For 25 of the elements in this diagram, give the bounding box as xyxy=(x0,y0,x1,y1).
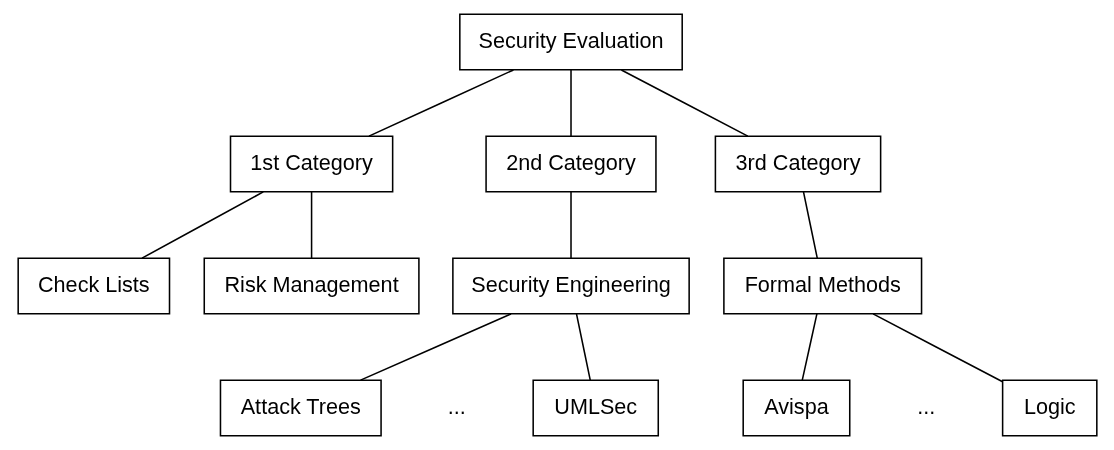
connector xyxy=(569,69,572,137)
label: ... xyxy=(447,393,466,419)
node-box: Formal Methods xyxy=(722,257,922,315)
label: ... xyxy=(916,393,935,419)
connector xyxy=(871,313,1003,383)
node-box: Logic xyxy=(1001,379,1098,437)
node-box: Check Lists xyxy=(16,257,170,315)
node-box: UMLSec xyxy=(531,379,659,437)
connector xyxy=(802,191,818,259)
connector xyxy=(575,313,591,381)
node-box: 1st Category xyxy=(229,135,393,193)
connector xyxy=(620,69,749,137)
connector xyxy=(140,191,264,259)
connector xyxy=(310,191,312,259)
node-box: Risk Management xyxy=(203,257,420,315)
node-box: Attack Trees xyxy=(219,379,382,437)
node-box: Security Engineering xyxy=(451,257,690,315)
connector xyxy=(359,313,512,381)
connector xyxy=(569,191,572,259)
node-box: Security Evaluation xyxy=(458,13,683,71)
connector xyxy=(801,313,818,381)
node-box: 2nd Category xyxy=(484,135,657,193)
node-box: 3rd Category xyxy=(714,135,881,193)
node-box: Avispa xyxy=(741,379,850,437)
connector xyxy=(367,69,514,137)
